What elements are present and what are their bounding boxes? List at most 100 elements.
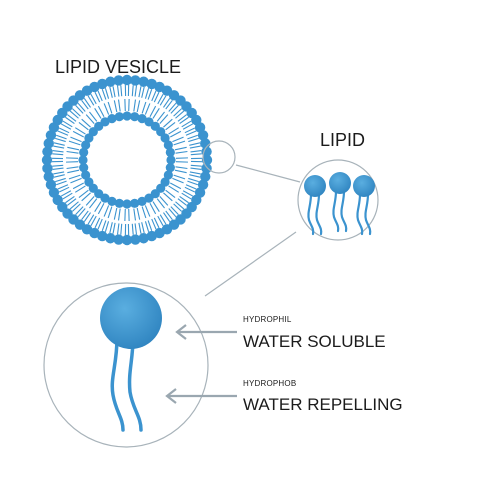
lipid-tail [147, 220, 153, 231]
lipid-tail [163, 192, 173, 202]
lipid-head [201, 146, 212, 157]
lipid-tail [53, 145, 65, 149]
lipid-tail [57, 130, 69, 136]
lipid-tail [66, 166, 79, 170]
lipid-tail [157, 215, 164, 227]
lipid-tail [144, 103, 151, 115]
lipid-group-circle [297, 159, 379, 241]
lipid-tail [62, 192, 73, 200]
lipid-head [121, 74, 133, 86]
lipid-head [197, 130, 209, 141]
lipid-head [97, 230, 108, 242]
lipid-tail [53, 174, 65, 178]
lipid-tail [104, 221, 110, 232]
lipid-tail [72, 203, 81, 212]
lipid-head [163, 140, 173, 150]
lipid-tail [103, 205, 110, 217]
lipid-tail [67, 169, 80, 174]
lipid-tail [170, 105, 179, 114]
lipid-tail [107, 206, 113, 219]
lipid-tail [112, 86, 116, 98]
lipid-tail [141, 86, 145, 98]
lipid-molecule [100, 287, 162, 432]
lipid-head [48, 187, 60, 198]
lipid-tail [168, 208, 177, 218]
lipid-tail [52, 149, 64, 153]
lipid-tail [175, 166, 188, 170]
lipid-head [107, 196, 117, 206]
hydrophob-label: HYDROPHOB [243, 379, 296, 388]
lipid-tail [173, 174, 186, 180]
lipid-head [144, 193, 154, 203]
lipid-tail [53, 171, 65, 175]
zoom-connector-line-2 [204, 231, 297, 297]
lipid-tail [81, 99, 89, 110]
lipid-tail [90, 93, 97, 105]
lipid-tail [187, 134, 198, 140]
lipid-head [137, 114, 147, 124]
lipid-head [130, 75, 141, 86]
lipid-head [122, 199, 132, 209]
lipid-tail [364, 192, 372, 236]
lipid-tail [55, 177, 66, 183]
lipid-tail [62, 120, 73, 128]
lipid-tail [134, 223, 138, 235]
lipid-tail [83, 212, 91, 222]
lipid-tail [65, 196, 75, 204]
lipid-tail [104, 88, 110, 99]
lipid-tail [159, 214, 167, 225]
lipid-tail [315, 192, 323, 236]
lipid-tail [52, 167, 64, 171]
lipid-title: LIPID [320, 130, 365, 150]
lipid-head [113, 75, 124, 86]
lipid-tail [89, 198, 98, 209]
lipid-tail [151, 218, 157, 230]
arrow-hydrophil [175, 324, 237, 340]
lipid-tail [340, 189, 348, 233]
lipid-detail-circle [43, 282, 209, 448]
lipid-tail [94, 217, 101, 229]
lipid-tail [74, 185, 86, 193]
lipid-tail [133, 99, 137, 112]
lipid-head [84, 177, 94, 187]
lipid-tail [177, 114, 188, 122]
lipid-tail [56, 180, 67, 186]
lipid-head [122, 111, 132, 121]
lipid-tail [75, 206, 84, 215]
lipid-head [154, 227, 165, 239]
lipid-head [113, 234, 124, 245]
lipid-head [194, 122, 206, 133]
lipid-tail [163, 212, 171, 222]
lipid-tail [185, 130, 197, 136]
lipid-tail [66, 198, 77, 206]
lipid-tail [165, 99, 173, 110]
lipid-tail [56, 134, 67, 140]
lipid-tail [69, 110, 79, 119]
lipid-tail [77, 102, 86, 112]
lipid-vesicle [41, 74, 213, 246]
lipid-tail [173, 203, 182, 212]
lipid-tail [189, 142, 201, 146]
lipid-head [166, 155, 176, 165]
lipid-tail [153, 91, 160, 103]
lipid-tail [172, 136, 184, 143]
lipid-tail [113, 207, 118, 220]
lipid-tail [163, 118, 173, 128]
lipid-tail [177, 198, 188, 206]
lipid-tail [70, 136, 82, 143]
lipid-tail [149, 105, 157, 117]
lipid-tail [165, 210, 173, 221]
lipid-tail [83, 98, 91, 108]
lipid-head [45, 179, 57, 190]
lipid-tail [174, 169, 187, 174]
lipid-tail [107, 101, 113, 114]
lipid-tail [113, 100, 118, 113]
lipid-tail [120, 223, 123, 235]
lipid-tail [94, 91, 101, 103]
lipid-tail [53, 142, 65, 146]
lipid-head [105, 233, 116, 244]
water-soluble-label: WATER SOLUBLE [243, 332, 386, 351]
lipid-tail [168, 102, 177, 112]
lipid-tail [141, 222, 145, 234]
